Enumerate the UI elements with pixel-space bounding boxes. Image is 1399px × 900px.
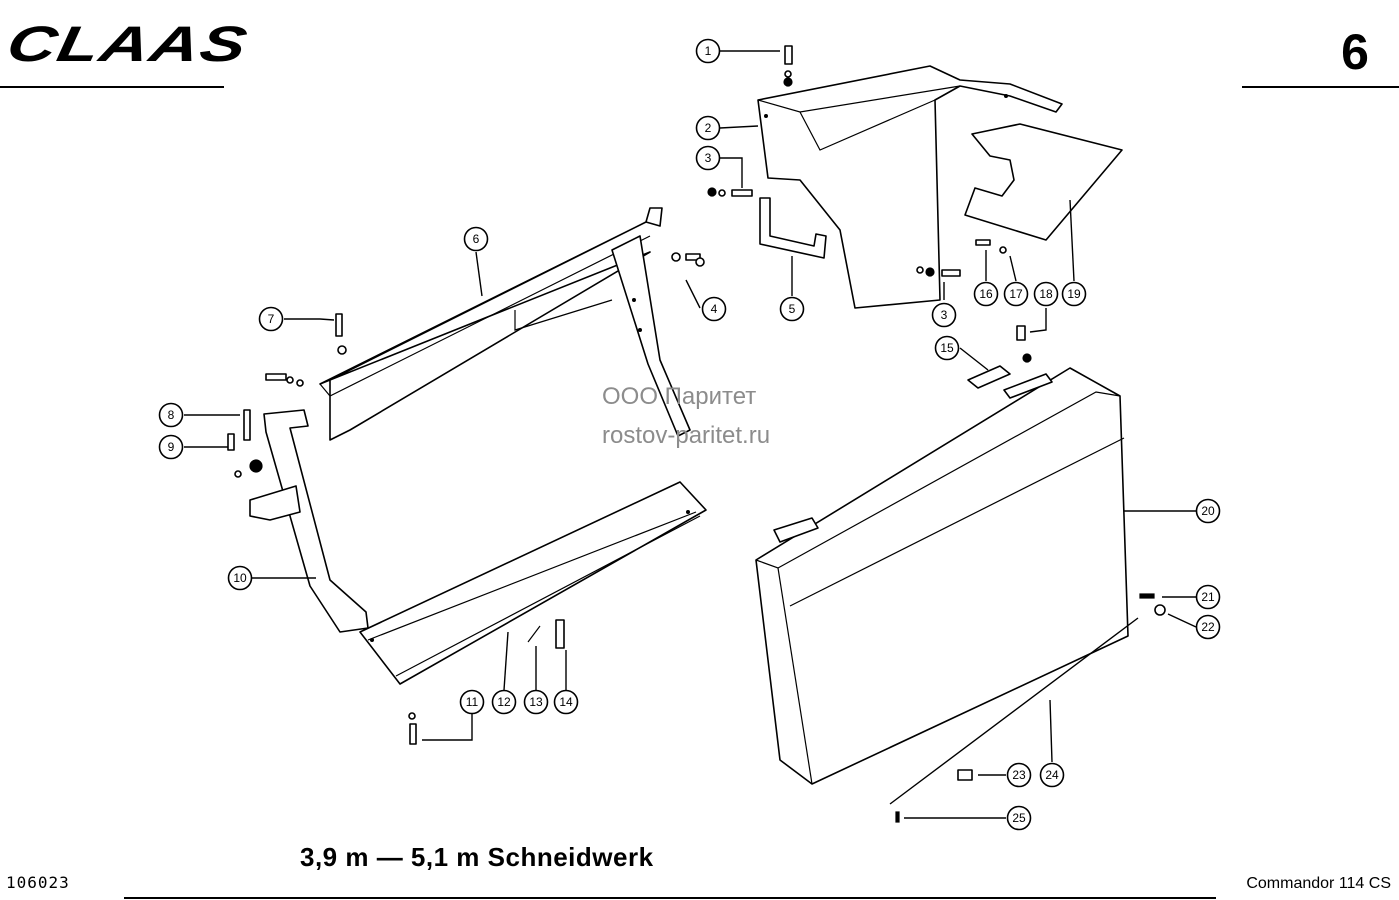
svg-text:21: 21 (1201, 590, 1215, 604)
svg-text:24: 24 (1045, 768, 1059, 782)
fasteners-upper (707, 45, 1032, 363)
callout-21: 21 (1195, 584, 1221, 610)
callout-15: 15 (934, 335, 960, 361)
callout-14: 14 (553, 689, 579, 715)
header-rule-left (0, 86, 224, 88)
svg-text:18: 18 (1039, 287, 1053, 301)
side-shield-part-2 (757, 65, 1063, 309)
svg-text:25: 25 (1012, 811, 1026, 825)
callout-13: 13 (523, 689, 549, 715)
callout-7: 7 (258, 306, 284, 332)
hood-part-20 (755, 367, 1129, 785)
callout-3-upper: 3 (695, 145, 721, 171)
cover-plate-part-19 (964, 123, 1123, 241)
fasteners-left (227, 252, 705, 745)
drawing-number: 106023 (6, 873, 70, 892)
callout-16: 16 (973, 281, 999, 307)
svg-text:9: 9 (168, 440, 175, 454)
svg-text:20: 20 (1201, 504, 1215, 518)
svg-text:3: 3 (941, 308, 948, 322)
callout-22: 22 (1195, 614, 1221, 640)
callout-3-lower: 3 (931, 302, 957, 328)
callout-6: 6 (463, 226, 489, 252)
hinges-part-15 (773, 365, 1053, 543)
callout-12: 12 (491, 689, 517, 715)
svg-text:22: 22 (1201, 620, 1215, 634)
svg-text:1: 1 (705, 44, 712, 58)
svg-text:14: 14 (559, 695, 573, 709)
svg-text:15: 15 (940, 341, 954, 355)
callout-5: 5 (779, 296, 805, 322)
svg-text:13: 13 (529, 695, 543, 709)
watermark-company: ООО Паритет (602, 383, 757, 410)
callout-18: 18 (1033, 281, 1059, 307)
svg-text:17: 17 (1009, 287, 1023, 301)
callout-4: 4 (701, 296, 727, 322)
mount-plate (249, 485, 301, 521)
frame-part-6 (319, 207, 691, 441)
page-number: 6 (1341, 24, 1369, 80)
callout-1: 1 (695, 38, 721, 64)
svg-text:23: 23 (1012, 768, 1026, 782)
bracket-part-5 (759, 197, 827, 259)
svg-text:4: 4 (711, 302, 718, 316)
channel-part-12 (359, 481, 707, 685)
svg-text:11: 11 (466, 695, 479, 709)
watermark-website: rostov-paritet.ru (602, 422, 771, 449)
svg-text:19: 19 (1067, 287, 1081, 301)
callout-10: 10 (227, 565, 253, 591)
svg-text:5: 5 (789, 302, 796, 316)
leader-lines (184, 50, 1197, 819)
callout-2: 2 (695, 115, 721, 141)
callout-25: 25 (1006, 805, 1032, 831)
svg-text:12: 12 (497, 695, 511, 709)
footer-rule (124, 897, 1216, 899)
callout-17: 17 (1003, 281, 1029, 307)
callout-23: 23 (1006, 762, 1032, 788)
callout-20: 20 (1195, 498, 1221, 524)
callout-8: 8 (158, 402, 184, 428)
svg-text:3: 3 (705, 151, 712, 165)
svg-text:6: 6 (473, 232, 480, 246)
diagram-caption: 3,9 m — 5,1 m Schneidwerk (300, 842, 654, 872)
svg-text:10: 10 (233, 571, 247, 585)
header-rule-right (1242, 86, 1399, 88)
side-arm-part-10 (263, 409, 369, 633)
rod-part-24 (889, 593, 1166, 823)
callout-11: 11 (459, 689, 485, 715)
svg-text:2: 2 (705, 121, 712, 135)
callout-24: 24 (1039, 762, 1065, 788)
callout-9: 9 (158, 434, 184, 460)
svg-text:16: 16 (979, 287, 993, 301)
model-label: Commandor 114 CS (1246, 875, 1391, 892)
svg-text:7: 7 (268, 312, 275, 326)
svg-text:8: 8 (168, 408, 175, 422)
callout-19: 19 (1061, 281, 1087, 307)
